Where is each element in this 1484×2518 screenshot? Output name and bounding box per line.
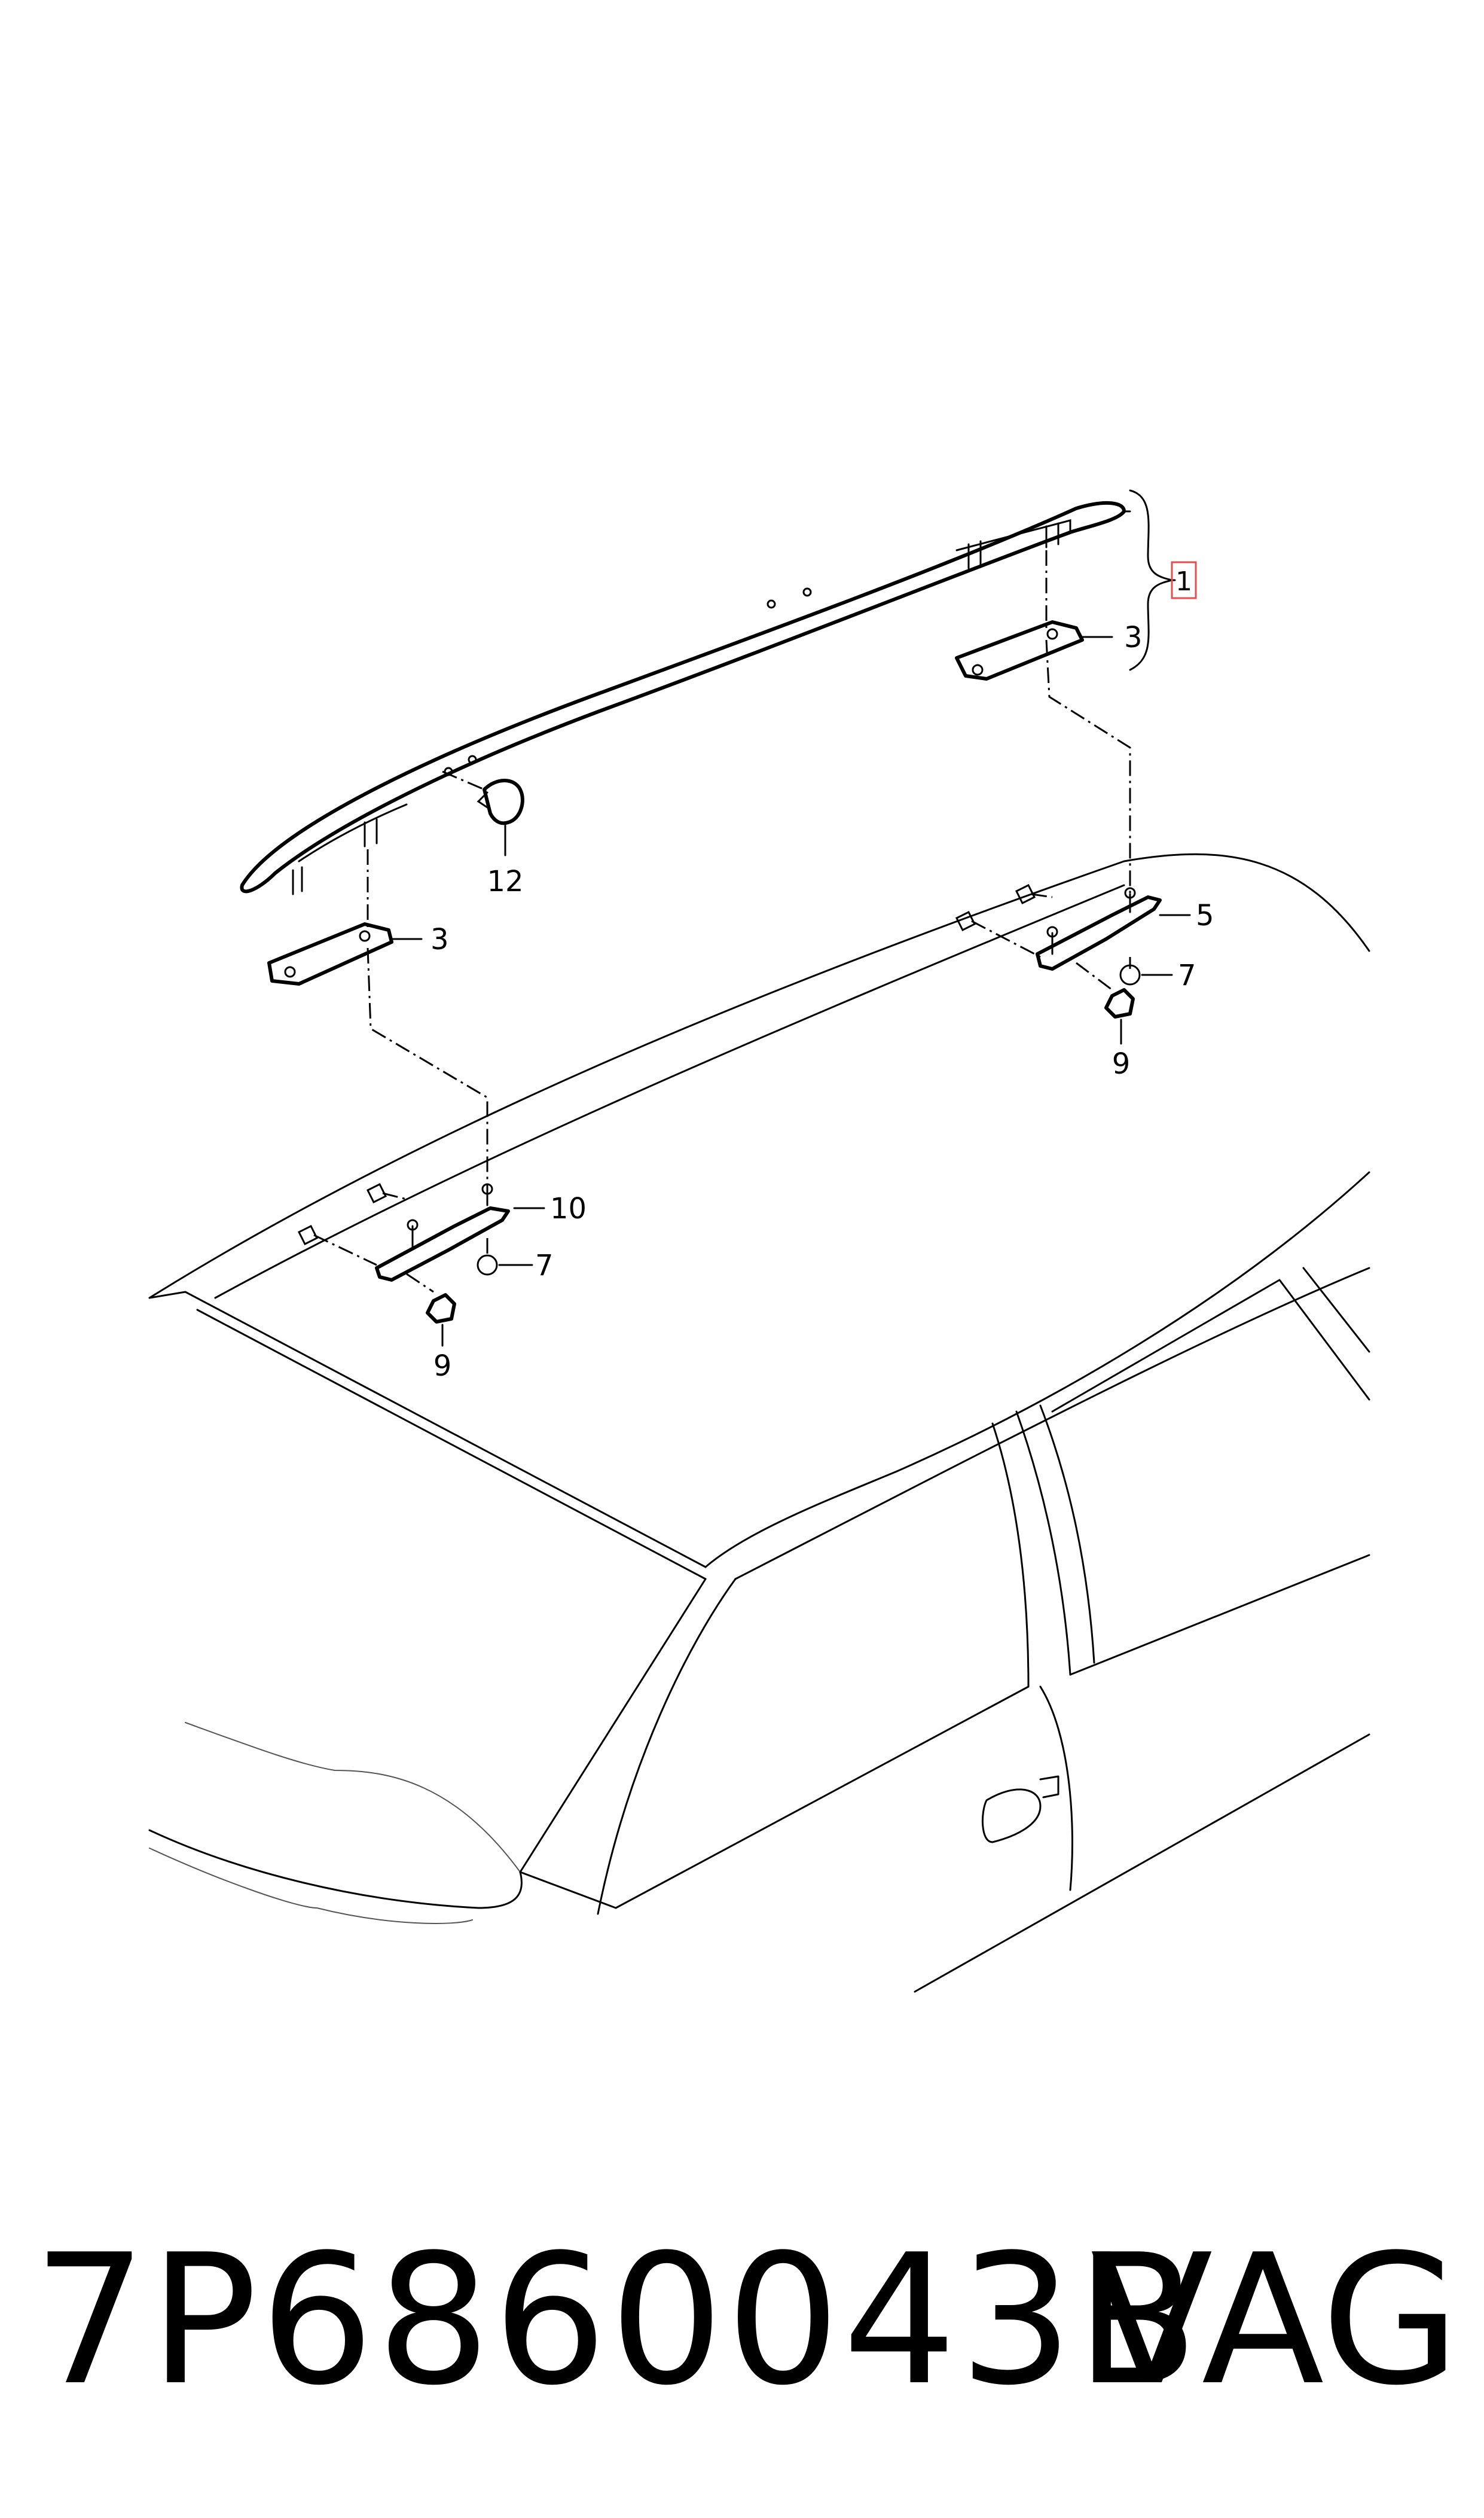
callout-9-lower: 9 (433, 1349, 452, 1383)
callout-7-lower: 7 (535, 1249, 554, 1282)
brand-name: VAG (1090, 2216, 1460, 2425)
pad-lower-left (267, 849, 423, 986)
footer: 7P6860043B VAG (0, 2207, 1484, 2434)
car-body-outline (148, 853, 1370, 1993)
callout-3-lower: 3 (430, 923, 449, 956)
part-number: 7P6860043B (33, 2216, 1201, 2425)
callout-1: 1 (1175, 566, 1192, 597)
callout-7-upper: 7 (1178, 959, 1196, 992)
parts-diagram: 1 3 3 12 (148, 489, 1370, 1993)
callout-5: 5 (1196, 899, 1214, 932)
clip-12 (442, 770, 524, 856)
callout-box-1 (1171, 561, 1197, 599)
callout-9-upper: 9 (1112, 1047, 1131, 1081)
roof-rail (240, 501, 1126, 895)
callout-10: 10 (550, 1192, 587, 1226)
bracket-left-10 (297, 1182, 545, 1347)
callout-3-upper: 3 (1124, 621, 1143, 654)
bracket-right-5 (955, 883, 1191, 1045)
pad-upper-right (955, 550, 1113, 681)
callout-12: 12 (487, 865, 523, 898)
